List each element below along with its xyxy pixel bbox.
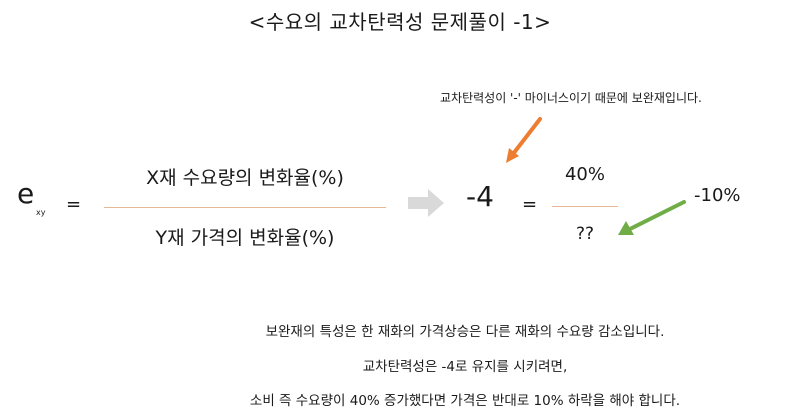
formula-denominator: Y재 가격의 변화율(%) (155, 227, 335, 249)
price-change-value: -10% (694, 185, 741, 206)
arrow-right-icon (408, 189, 444, 217)
elasticity-symbol: e (17, 177, 35, 210)
page-title: <수요의 교차탄력성 문제풀이 -1> (248, 10, 552, 34)
formula-fraction-line (104, 207, 386, 208)
example-fraction-line (552, 206, 618, 207)
arrow-down-left-icon (618, 200, 686, 235)
example-numerator: 40% (564, 164, 605, 185)
elasticity-subscript: xy (36, 208, 46, 217)
explanation-line-1: 보완재의 특성은 한 재화의 가격상승은 다른 재화의 수요량 감소입니다. (265, 324, 665, 340)
elasticity-value: -4 (466, 180, 494, 213)
example-equals-sign: = (522, 194, 538, 215)
formula-numerator: X재 수요량의 변화율(%) (146, 167, 344, 189)
example-denominator: ?? (575, 224, 595, 244)
explanation-line-3: 소비 즉 수요량이 40% 증가했다면 가격은 반대로 10% 하락을 해야 합… (249, 393, 681, 409)
explanation-line-2: 교차탄력성은 -4로 유지를 시키려면, (362, 359, 568, 375)
formula-equals-sign: = (66, 194, 82, 215)
complement-note: 교차탄력성이 '-' 마이너스이기 때문에 보완재입니다. (440, 91, 702, 105)
arrow-down-left-icon (506, 117, 542, 163)
